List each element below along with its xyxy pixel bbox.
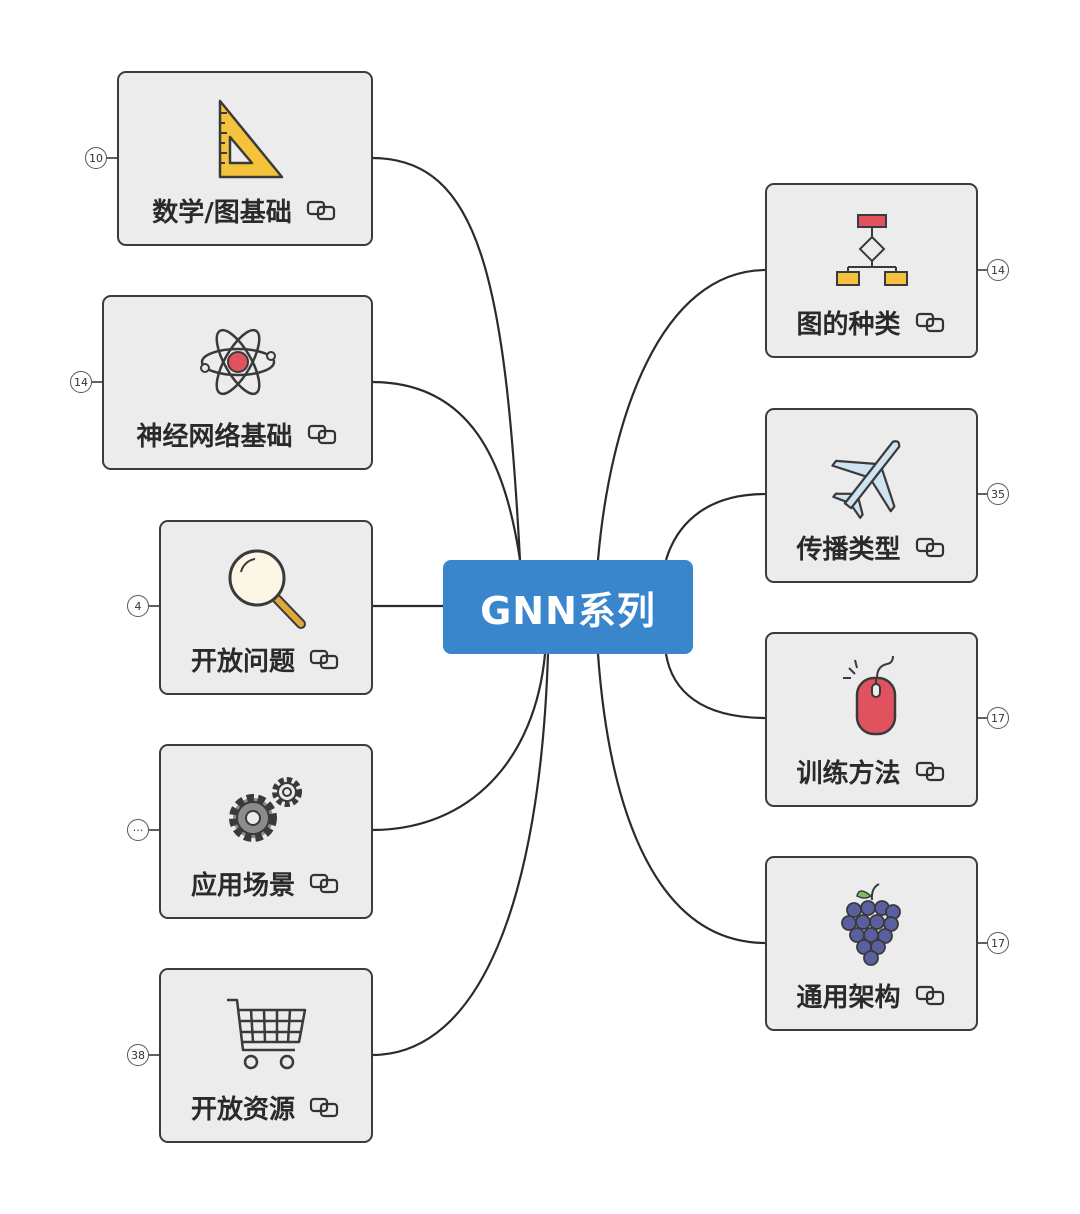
collapse-badge-neural[interactable]: 14	[70, 371, 92, 393]
connector-right-3	[664, 653, 767, 720]
connector-right-4	[596, 653, 767, 945]
collapse-badge-open-problems[interactable]: 4	[127, 595, 149, 617]
link-icon[interactable]	[915, 760, 947, 782]
link-icon[interactable]	[309, 648, 341, 670]
root-topic-label: GNN系列	[480, 588, 656, 633]
collapse-badge-propagation[interactable]: 35	[987, 483, 1009, 505]
topic-training-methods[interactable]: 训练方法	[765, 632, 978, 807]
link-icon[interactable]	[309, 1096, 341, 1118]
mouse-icon	[827, 654, 917, 744]
topic-label: 图的种类	[796, 309, 901, 340]
gears-icon	[221, 766, 311, 856]
connector-right-1	[596, 268, 767, 561]
topic-open-resources[interactable]: 开放资源	[159, 968, 373, 1143]
topic-label: 训练方法	[796, 758, 901, 789]
topic-application-scenarios[interactable]: 应用场景	[159, 744, 373, 919]
root-topic[interactable]: GNN系列	[443, 560, 693, 654]
link-icon[interactable]	[915, 311, 947, 333]
atom-icon	[193, 317, 283, 407]
topic-label: 应用场景	[190, 870, 295, 901]
link-icon[interactable]	[915, 536, 947, 558]
collapse-badge-resources[interactable]: 38	[127, 1044, 149, 1066]
connector-left-2	[371, 380, 522, 561]
link-icon[interactable]	[306, 199, 338, 221]
topic-math-graph-basics[interactable]: 数学/图基础	[117, 71, 373, 246]
collapse-badge-architecture[interactable]: 17	[987, 932, 1009, 954]
collapse-badge-math[interactable]: 10	[85, 147, 107, 169]
topic-label: 数学/图基础	[152, 197, 292, 228]
connector-left-5	[371, 653, 550, 1057]
topic-open-problems[interactable]: 开放问题	[159, 520, 373, 695]
link-icon[interactable]	[915, 984, 947, 1006]
connector-right-2	[664, 492, 767, 561]
collapse-badge-graph-types[interactable]: 14	[987, 259, 1009, 281]
magnifier-icon	[221, 542, 311, 632]
topic-label: 通用架构	[796, 982, 901, 1013]
topic-label: 开放问题	[190, 646, 295, 677]
connector-left-4	[371, 653, 547, 832]
topic-label: 传播类型	[796, 534, 901, 565]
grapes-icon	[827, 878, 917, 968]
topic-label: 神经网络基础	[136, 421, 293, 452]
link-icon[interactable]	[309, 872, 341, 894]
collapse-badge-applications[interactable]: ···	[127, 819, 149, 841]
topic-neural-network-basics[interactable]: 神经网络基础	[102, 295, 373, 470]
airplane-icon	[827, 430, 917, 520]
connector-left-1	[371, 156, 522, 561]
link-icon[interactable]	[307, 423, 339, 445]
topic-general-architecture[interactable]: 通用架构	[765, 856, 978, 1031]
shopping-cart-icon	[221, 990, 311, 1080]
topic-label: 开放资源	[190, 1094, 295, 1125]
topic-propagation-types[interactable]: 传播类型	[765, 408, 978, 583]
flowchart-icon	[827, 205, 917, 295]
collapse-badge-training[interactable]: 17	[987, 707, 1009, 729]
set-square-icon	[200, 93, 290, 183]
topic-graph-types[interactable]: 图的种类	[765, 183, 978, 358]
